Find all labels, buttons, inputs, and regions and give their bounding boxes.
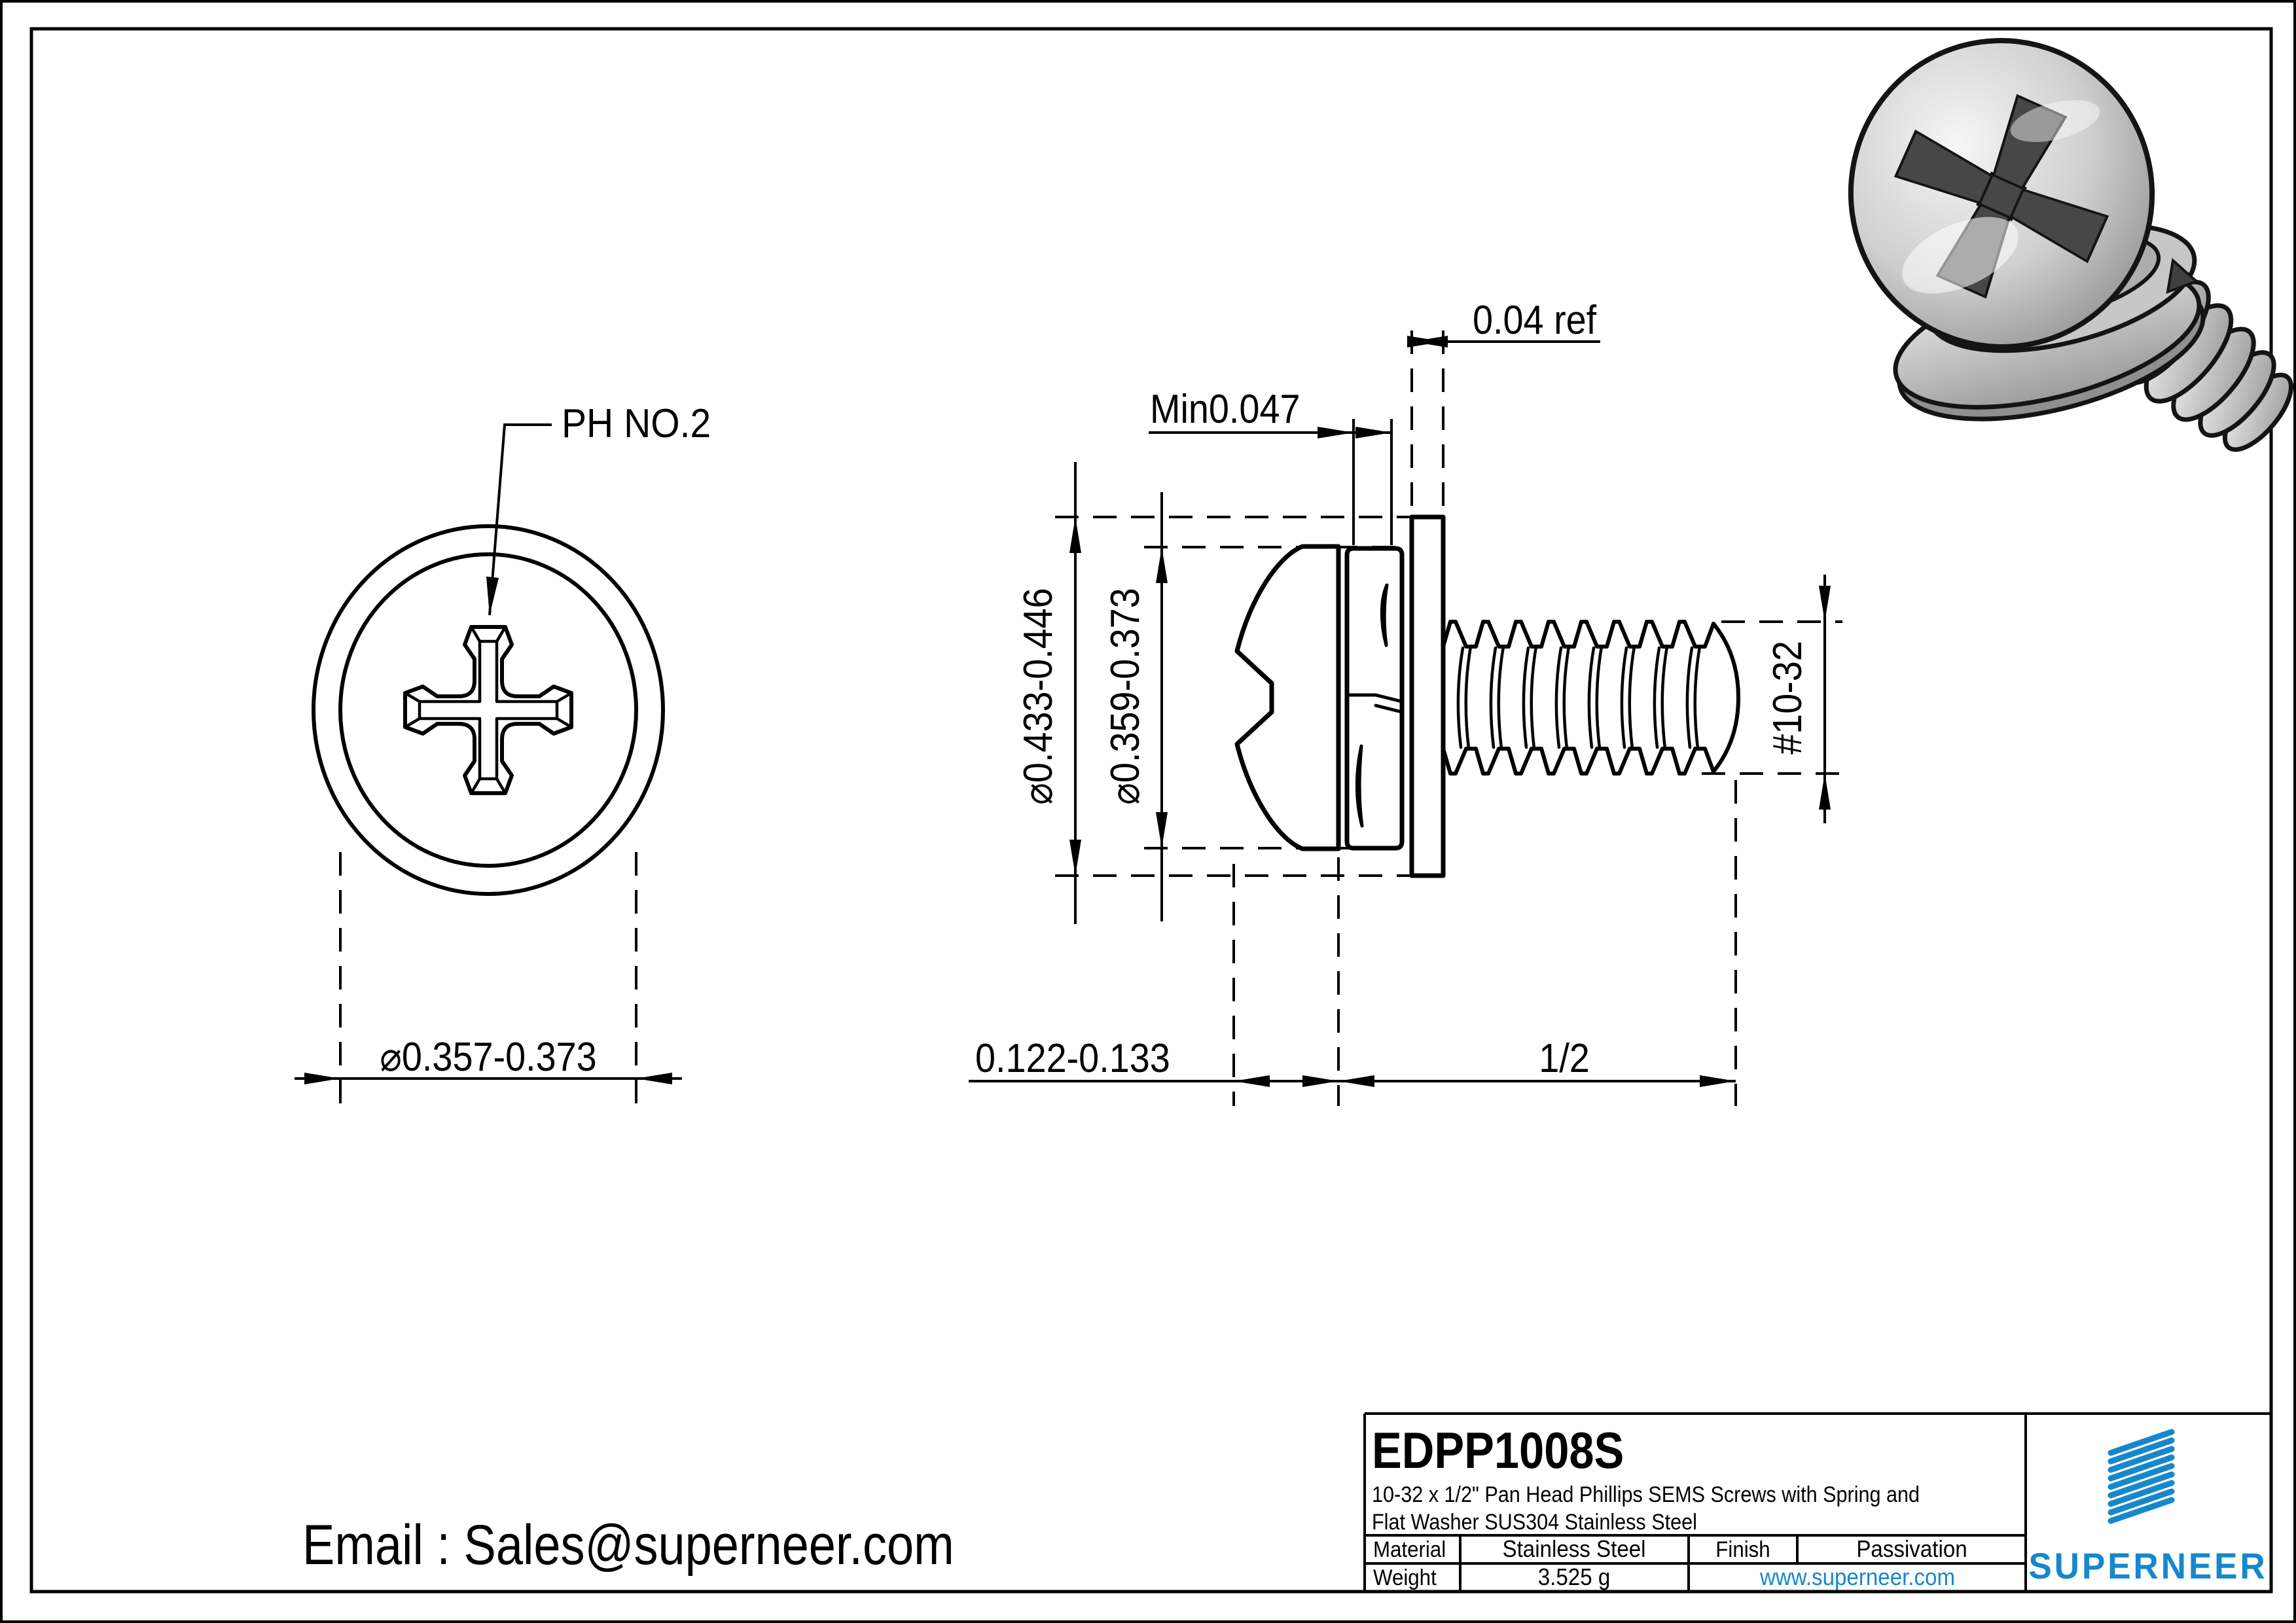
dimension-bottom: 0.122-0.133 1/2 xyxy=(969,1036,1736,1087)
head-height-arrow-right xyxy=(1302,1075,1338,1087)
dimension-front-diameter: ⌀0.357-0.373 xyxy=(295,852,682,1106)
email-text: Email : Sales@superneer.com xyxy=(302,1513,954,1577)
front-diameter-label: ⌀0.357-0.373 xyxy=(380,1035,596,1079)
front-dim-arrow-left xyxy=(304,1073,340,1084)
brand-name: SUPERNEER xyxy=(2028,1546,2267,1587)
dimension-washer-od: ⌀0.433-0.446 xyxy=(1016,462,1081,924)
brand-logo-icon xyxy=(2108,1429,2175,1524)
dimension-head-od: ⌀0.359-0.373 xyxy=(1103,492,1168,921)
length-arrow-right xyxy=(1700,1075,1736,1087)
finish-label: Finish xyxy=(1715,1537,1770,1562)
head-od-label: ⌀0.359-0.373 xyxy=(1103,588,1147,804)
leader-line xyxy=(488,423,552,616)
head-outer-circle xyxy=(338,552,638,868)
flat-washer-outline xyxy=(1409,514,1446,878)
product-render xyxy=(1848,38,2294,452)
threaded-shank xyxy=(1441,620,1740,776)
phillips-cross-chamfers xyxy=(403,625,573,795)
thread-profile-bottom xyxy=(1441,747,1715,776)
ph-leader: PH NO.2 xyxy=(486,401,711,616)
phillips-cross-outline xyxy=(403,625,573,795)
pan-head-outline xyxy=(1234,544,1341,851)
head-od-arrow-bottom xyxy=(1156,812,1168,848)
material-label: Material xyxy=(1373,1537,1446,1562)
dimension-thread-spec: #10-32 xyxy=(1765,575,1831,823)
title-block-lines xyxy=(1363,1412,2271,1592)
front-dim-arrow-right xyxy=(636,1073,672,1084)
thread-length-label: 1/2 xyxy=(1539,1036,1590,1080)
head-height-label: 0.122-0.133 xyxy=(975,1036,1170,1080)
spring-washer-split xyxy=(1345,693,1404,714)
phillips-cross-inner xyxy=(418,639,559,781)
finish-value: Passivation xyxy=(1856,1537,1967,1563)
thread-end-cap xyxy=(1712,622,1740,774)
spring-washer xyxy=(1344,546,1405,851)
thread-spec-arrow-bottom xyxy=(1819,774,1831,810)
ext-lines-flat-washer xyxy=(1410,330,1444,512)
part-number: EDPP1008S xyxy=(1372,1421,1624,1479)
washer-ref-label: 0.04 ref xyxy=(1473,298,1597,342)
thread-spec-label: #10-32 xyxy=(1765,641,1810,755)
head-od-arrow-top xyxy=(1156,547,1168,583)
head-highlight xyxy=(1902,217,2018,294)
spring-extension-lines xyxy=(1352,419,1393,545)
spring-washer-helix-bottom xyxy=(1355,744,1364,828)
website-link[interactable]: www.superneer.com xyxy=(1759,1565,1955,1591)
inner-border xyxy=(29,27,2273,1594)
spring-washer-split-notch xyxy=(2166,258,2199,294)
ext-lines-thread-dia xyxy=(1702,620,1842,775)
washer-od-arrow-top xyxy=(1069,517,1081,553)
front-view: PH NO.2 ⌀0.357-0.373 xyxy=(295,401,711,1106)
thread-spec-arrow-top xyxy=(1819,586,1831,622)
ph-label: PH NO.2 xyxy=(562,401,711,446)
washer-ref-arrow-right xyxy=(1407,336,1443,348)
spring-min-label: Min0.047 xyxy=(1150,387,1300,431)
front-extension-lines xyxy=(339,852,637,1106)
washer-od-label: ⌀0.433-0.446 xyxy=(1016,588,1060,804)
washer-od-arrow-bottom xyxy=(1069,840,1081,876)
dimension-washer-ref: 0.04 ref xyxy=(1407,298,1600,348)
construction-lines xyxy=(1055,330,1842,1106)
thread-profile-top xyxy=(1441,620,1715,649)
title-block: EDPP1008S 10-32 x 1/2" Pan Head Phillips… xyxy=(1363,1412,2271,1592)
head-highlight-2 xyxy=(2010,99,2100,143)
phillips-cross xyxy=(403,625,573,795)
length-arrow-left xyxy=(1338,1075,1374,1087)
washer-outer-circle xyxy=(312,524,665,896)
weight-label: Weight xyxy=(1373,1565,1437,1590)
weight-value: 3.525 g xyxy=(1538,1565,1610,1591)
description-line1: 10-32 x 1/2" Pan Head Phillips SEMS Scre… xyxy=(1372,1482,1920,1507)
dimension-spring-min: Min0.047 xyxy=(1149,387,1393,545)
material-value: Stainless Steel xyxy=(1502,1537,1645,1563)
description-line2: Flat Washer SUS304 Stainless Steel xyxy=(1372,1510,1697,1535)
thread-helix-lines xyxy=(1456,645,1702,751)
spring-dim-arrow-2 xyxy=(1355,427,1391,438)
side-view: Min0.047 0.04 ref ⌀0.433-0.446 ⌀0.359-0.… xyxy=(969,298,1842,1106)
spring-washer-helix-top xyxy=(1380,583,1389,647)
leader-arrowhead xyxy=(486,577,499,615)
head-height-arrow-left xyxy=(1234,1075,1270,1087)
spring-dim-arrow-1 xyxy=(1318,427,1354,438)
render-head xyxy=(1848,38,2155,349)
